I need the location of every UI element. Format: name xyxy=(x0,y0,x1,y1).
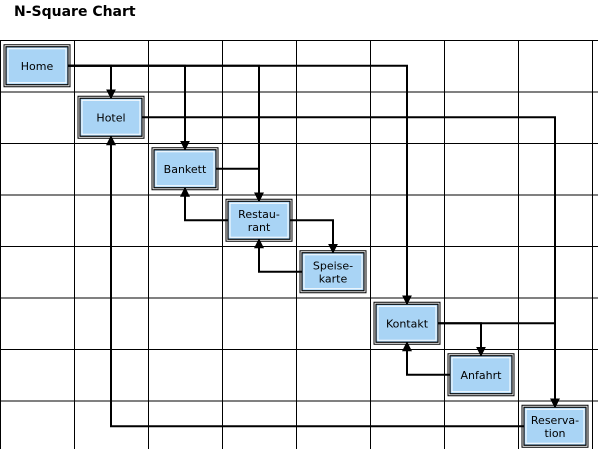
node-bankett[interactable]: Bankett xyxy=(151,147,219,191)
node-label: Bankett xyxy=(164,163,207,176)
node-speisekarte[interactable]: Speise-karte xyxy=(299,250,367,294)
connection-restaurant-to-speisekarte xyxy=(290,219,338,254)
node-label: Reserva- xyxy=(531,414,579,427)
node-frame xyxy=(521,404,589,448)
node-label: Anfahrt xyxy=(461,369,503,382)
node-label: tion xyxy=(544,427,565,440)
node-anfahrt[interactable]: Anfahrt xyxy=(447,353,515,397)
node-highlight xyxy=(525,408,585,444)
node-label: Speise- xyxy=(313,259,353,272)
connection-speisekarte-to-restaurant xyxy=(254,238,302,273)
node-box xyxy=(449,355,513,395)
connection-hotel-to-reservation xyxy=(142,116,560,409)
node-frame xyxy=(77,95,145,139)
node-highlight xyxy=(303,254,363,290)
node-highlight xyxy=(377,305,437,341)
grid xyxy=(0,40,598,449)
node-label: Home xyxy=(21,60,54,73)
node-home[interactable]: Home xyxy=(3,44,71,88)
diagram-title: N-Square Chart xyxy=(14,4,136,20)
node-label: Hotel xyxy=(96,111,125,124)
node-label: Kontakt xyxy=(386,317,429,330)
connection-kontakt-to-reservation xyxy=(438,322,560,409)
node-highlight xyxy=(229,202,289,238)
node-hotel[interactable]: Hotel xyxy=(77,95,145,139)
connection-restaurant-to-bankett xyxy=(180,186,228,222)
nodes: HomeHotelBankettRestau-rantSpeise-karteK… xyxy=(3,44,589,448)
connections xyxy=(68,64,560,428)
node-label: karte xyxy=(319,272,348,285)
node-highlight xyxy=(155,151,215,187)
node-highlight xyxy=(451,357,511,393)
node-box xyxy=(523,406,587,446)
node-kontakt[interactable]: Kontakt xyxy=(373,301,441,345)
node-highlight xyxy=(81,99,141,135)
node-box xyxy=(79,97,143,137)
connection-anfahrt-to-kontakt xyxy=(402,341,450,376)
node-frame xyxy=(151,147,219,191)
node-highlight xyxy=(7,48,67,84)
node-box xyxy=(153,149,217,189)
connection-reservation-to-hotel xyxy=(106,135,524,428)
node-box xyxy=(227,200,291,240)
node-box xyxy=(301,252,365,292)
connection-bankett-to-restaurant xyxy=(216,167,264,203)
node-label: rant xyxy=(248,221,271,234)
node-box xyxy=(375,303,439,343)
node-label: Restau- xyxy=(238,208,280,221)
node-box xyxy=(5,46,69,86)
node-frame xyxy=(373,301,441,345)
connection-home-to-kontakt xyxy=(68,64,412,306)
node-frame xyxy=(447,353,515,397)
node-reservation[interactable]: Reserva-tion xyxy=(521,404,589,448)
node-frame xyxy=(225,198,293,242)
node-restaurant[interactable]: Restau-rant xyxy=(225,198,293,242)
node-frame xyxy=(3,44,71,88)
node-frame xyxy=(299,250,367,294)
